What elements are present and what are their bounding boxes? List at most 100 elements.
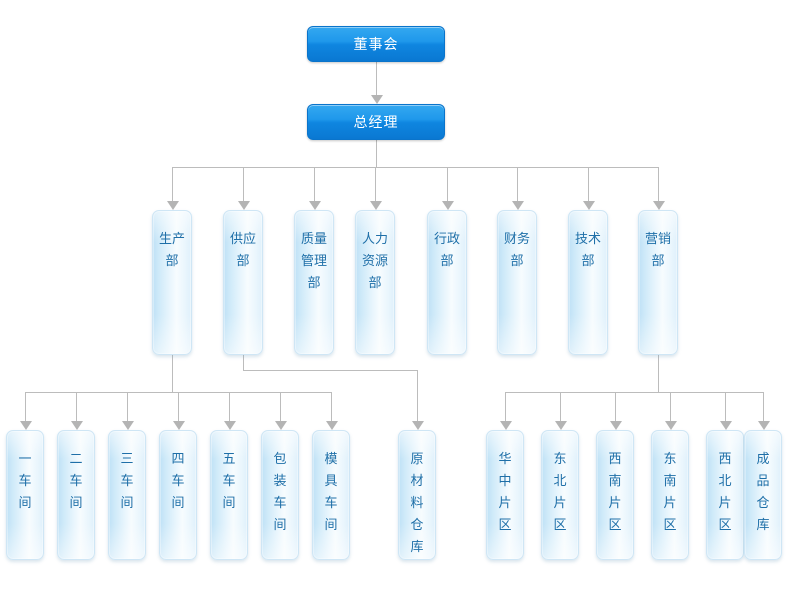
node-dept-finance[interactable]: 财务部 [497, 210, 537, 355]
node-label: 供应部 [230, 232, 257, 269]
connector-vertical [375, 167, 376, 201]
connector-arrowhead [369, 201, 382, 210]
connector-arrowhead [172, 421, 185, 430]
node-label: 原材料仓库 [410, 452, 424, 555]
connector-vertical [229, 392, 230, 421]
connector-arrowhead [441, 201, 454, 210]
node-board[interactable]: 董事会 [307, 26, 445, 62]
connector-vertical [517, 167, 518, 201]
connector-vertical [505, 392, 506, 421]
connector-arrowhead [719, 421, 732, 430]
connector-arrowhead [121, 421, 134, 430]
connector-arrowhead [411, 421, 424, 430]
node-label: 东北片区 [553, 452, 567, 533]
node-label: 一车间 [18, 452, 32, 511]
connector-arrowhead [308, 201, 321, 210]
connector-vertical [588, 167, 589, 201]
connector-vertical [76, 392, 77, 421]
node-dept-marketing[interactable]: 营销部 [638, 210, 678, 355]
connector-vertical [243, 355, 244, 370]
node-label: 东南片区 [663, 452, 677, 533]
connector-vertical [172, 167, 173, 201]
node-label: 五车间 [222, 452, 236, 511]
connector-arrowhead [582, 201, 595, 210]
connector-vertical [280, 392, 281, 421]
node-warehouse-finished[interactable]: 成品仓库 [744, 430, 782, 560]
connector-vertical [763, 392, 764, 421]
node-label: 三车间 [120, 452, 134, 511]
node-label: 质量管理部 [301, 232, 328, 291]
node-dept-hr[interactable]: 人力资源部 [355, 210, 395, 355]
node-workshop-5[interactable]: 五车间 [210, 430, 248, 560]
node-label: 人力资源部 [362, 232, 389, 291]
connector-vertical [658, 355, 659, 392]
node-dept-technology[interactable]: 技术部 [568, 210, 608, 355]
node-label: 董事会 [353, 37, 399, 53]
connector-arrowhead [166, 201, 179, 210]
connector-vertical [25, 392, 26, 421]
node-label: 技术部 [575, 232, 602, 269]
connector-arrowhead [237, 201, 250, 210]
connector-vertical [658, 167, 659, 201]
connector-vertical [725, 392, 726, 421]
connector-vertical [615, 392, 616, 421]
connector-arrowhead [19, 421, 32, 430]
node-gm[interactable]: 总经理 [307, 104, 445, 140]
node-region-northeast[interactable]: 东北片区 [541, 430, 579, 560]
connector-arrowhead [609, 421, 622, 430]
node-warehouse-raw[interactable]: 原材料仓库 [398, 430, 436, 560]
node-label: 西南片区 [608, 452, 622, 533]
connector-arrowhead [325, 421, 338, 430]
connector-horizontal [172, 167, 658, 168]
node-region-southeast[interactable]: 东南片区 [651, 430, 689, 560]
connector-arrowhead [757, 421, 770, 430]
connector-horizontal [505, 392, 763, 393]
connector-vertical [376, 140, 377, 167]
connector-vertical [178, 392, 179, 421]
node-region-southwest[interactable]: 西南片区 [596, 430, 634, 560]
node-label: 财务部 [504, 232, 531, 269]
connector-arrowhead [652, 201, 665, 210]
node-dept-production[interactable]: 生产部 [152, 210, 192, 355]
connector-arrowhead [70, 421, 83, 430]
connector-vertical [243, 167, 244, 201]
node-label: 包装车间 [273, 452, 287, 533]
node-label: 生产部 [159, 232, 186, 269]
node-workshop-1[interactable]: 一车间 [6, 430, 44, 560]
connector-vertical [376, 62, 377, 95]
connector-arrowhead [511, 201, 524, 210]
node-label: 成品仓库 [756, 452, 770, 533]
node-dept-quality[interactable]: 质量管理部 [294, 210, 334, 355]
node-dept-admin[interactable]: 行政部 [427, 210, 467, 355]
node-workshop-2[interactable]: 二车间 [57, 430, 95, 560]
node-region-northwest[interactable]: 西北片区 [706, 430, 744, 560]
node-label: 营销部 [645, 232, 672, 269]
connector-vertical [560, 392, 561, 421]
node-workshop-mould[interactable]: 模具车间 [312, 430, 350, 560]
connector-vertical [172, 355, 173, 392]
node-label: 模具车间 [324, 452, 338, 533]
node-label: 西北片区 [718, 452, 732, 533]
node-label: 四车间 [171, 452, 185, 511]
connector-arrowhead [223, 421, 236, 430]
node-label: 华中片区 [498, 452, 512, 533]
connector-arrowhead [274, 421, 287, 430]
connector-vertical [314, 167, 315, 201]
connector-arrowhead [664, 421, 677, 430]
node-workshop-packing[interactable]: 包装车间 [261, 430, 299, 560]
connector-vertical [331, 392, 332, 421]
node-workshop-4[interactable]: 四车间 [159, 430, 197, 560]
node-region-central[interactable]: 华中片区 [486, 430, 524, 560]
connector-vertical [127, 392, 128, 421]
connector-vertical [417, 370, 418, 421]
node-workshop-3[interactable]: 三车间 [108, 430, 146, 560]
connector-arrowhead [499, 421, 512, 430]
node-dept-supply[interactable]: 供应部 [223, 210, 263, 355]
connector-arrowhead [370, 95, 383, 104]
connector-arrowhead [554, 421, 567, 430]
connector-vertical [447, 167, 448, 201]
node-label: 行政部 [434, 232, 461, 269]
node-label: 二车间 [69, 452, 83, 511]
connector-vertical [670, 392, 671, 421]
